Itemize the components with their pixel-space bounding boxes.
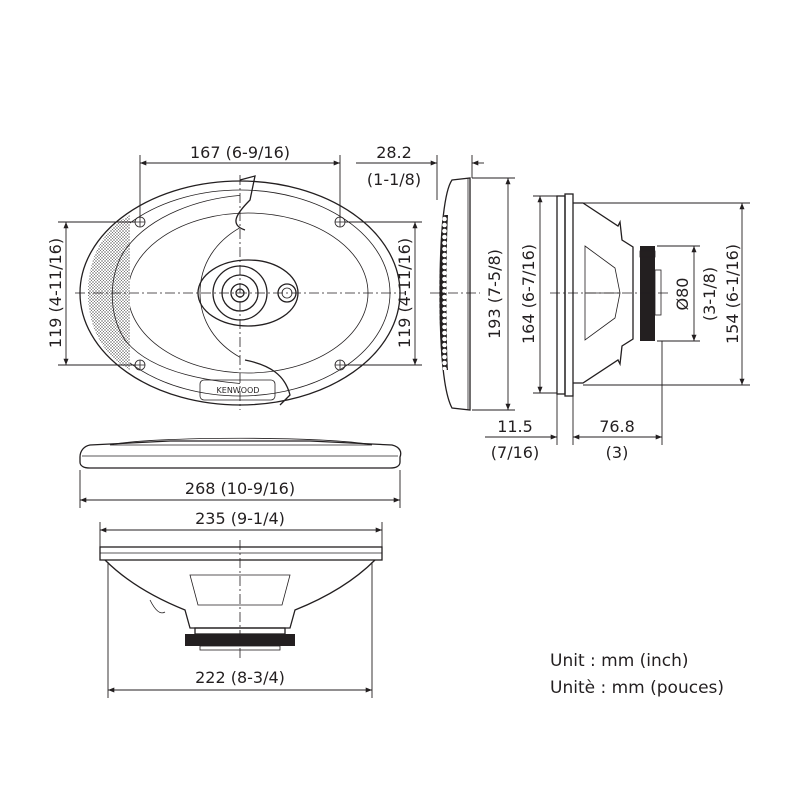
flange-thickness-in-label: (7/16) bbox=[491, 443, 539, 462]
cutout-width-label: 235 (9-1/4) bbox=[195, 509, 285, 528]
dim-basket-height: 154 (6-1/16) bbox=[583, 202, 750, 386]
unit-label-fr: Unitè : mm (pouces) bbox=[550, 678, 724, 698]
grille-side-view bbox=[430, 177, 480, 411]
mount-depth-mm-label: 76.8 bbox=[599, 417, 635, 436]
dim-front-height-left: 119 (4-11/16) bbox=[46, 221, 135, 366]
speaker-side-view bbox=[550, 193, 670, 397]
grille-depth-mm-label: 28.2 bbox=[376, 143, 412, 162]
dim-mount-depth: 76.8 (3) bbox=[573, 341, 663, 462]
front-view: KENWOOD bbox=[75, 175, 405, 410]
grille-depth-in-label: (1-1/8) bbox=[367, 170, 421, 189]
dim-overall-width: 268 (10-9/16) bbox=[79, 470, 401, 508]
dim-grille-height: 193 (7-5/8) bbox=[472, 177, 515, 411]
magnet-diameter-mm-label: Ø80 bbox=[673, 278, 692, 311]
front-width-label: 167 (6-9/16) bbox=[190, 143, 290, 162]
mount-depth-in-label: (3) bbox=[606, 443, 629, 462]
flange-height-label: 164 (6-7/16) bbox=[519, 244, 538, 344]
dim-basket-width: 222 (8-3/4) bbox=[107, 562, 373, 698]
flange-thickness-mm-label: 11.5 bbox=[497, 417, 533, 436]
brand-logo: KENWOOD bbox=[217, 386, 260, 395]
front-height-right-label: 119 (4-11/16) bbox=[395, 238, 414, 348]
dim-magnet-diameter: Ø80 (3-1/8) bbox=[657, 245, 719, 342]
dim-cutout-width: 235 (9-1/4) bbox=[99, 509, 383, 547]
dim-flange-thickness: 11.5 (7/16) bbox=[485, 393, 574, 462]
grille-height-label: 193 (7-5/8) bbox=[485, 249, 504, 339]
screw-holes bbox=[134, 216, 346, 371]
bottom-view bbox=[99, 540, 383, 660]
dim-front-height-right: 119 (4-11/16) bbox=[345, 221, 422, 366]
basket-width-label: 222 (8-3/4) bbox=[195, 668, 285, 687]
unit-label-en: Unit : mm (inch) bbox=[550, 651, 689, 671]
dim-grille-depth: 28.2 (1-1/8) bbox=[356, 143, 484, 200]
top-view bbox=[79, 437, 402, 469]
front-height-left-label: 119 (4-11/16) bbox=[46, 238, 65, 348]
dim-front-width: 167 (6-9/16) bbox=[139, 143, 341, 218]
dim-flange-height: 164 (6-7/16) bbox=[519, 195, 557, 394]
magnet-diameter-in-label: (3-1/8) bbox=[700, 267, 719, 321]
basket-height-label: 154 (6-1/16) bbox=[723, 244, 742, 344]
overall-width-label: 268 (10-9/16) bbox=[185, 479, 295, 498]
grille-half bbox=[88, 195, 240, 384]
